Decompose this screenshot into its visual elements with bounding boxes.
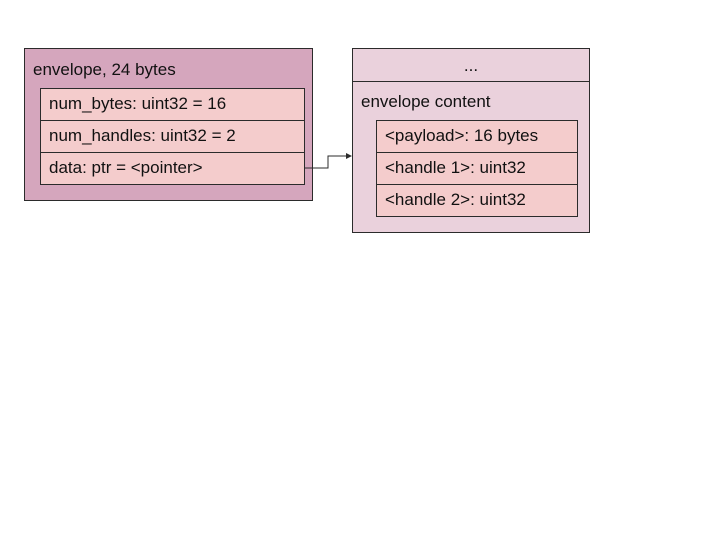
pointer-arrow-line bbox=[304, 155, 347, 169]
ellipsis-row: ... bbox=[353, 49, 589, 82]
pointer-arrow-head bbox=[346, 153, 352, 159]
envelope-title: envelope, 24 bytes bbox=[33, 60, 176, 79]
content-field-handle-2: <handle 2>: uint32 bbox=[376, 184, 578, 217]
envelope-content-title: envelope content bbox=[361, 92, 491, 111]
field-data-pointer: data: ptr = <pointer> bbox=[40, 152, 305, 185]
envelope-struct-box: envelope, 24 bytes num_bytes: uint32 = 1… bbox=[24, 48, 313, 201]
content-field-handle-1: <handle 1>: uint32 bbox=[376, 152, 578, 185]
content-field-payload: <payload>: 16 bytes bbox=[376, 120, 578, 153]
envelope-content-box: ... envelope content <payload>: 16 bytes… bbox=[352, 48, 590, 233]
field-num-handles: num_handles: uint32 = 2 bbox=[40, 120, 305, 153]
